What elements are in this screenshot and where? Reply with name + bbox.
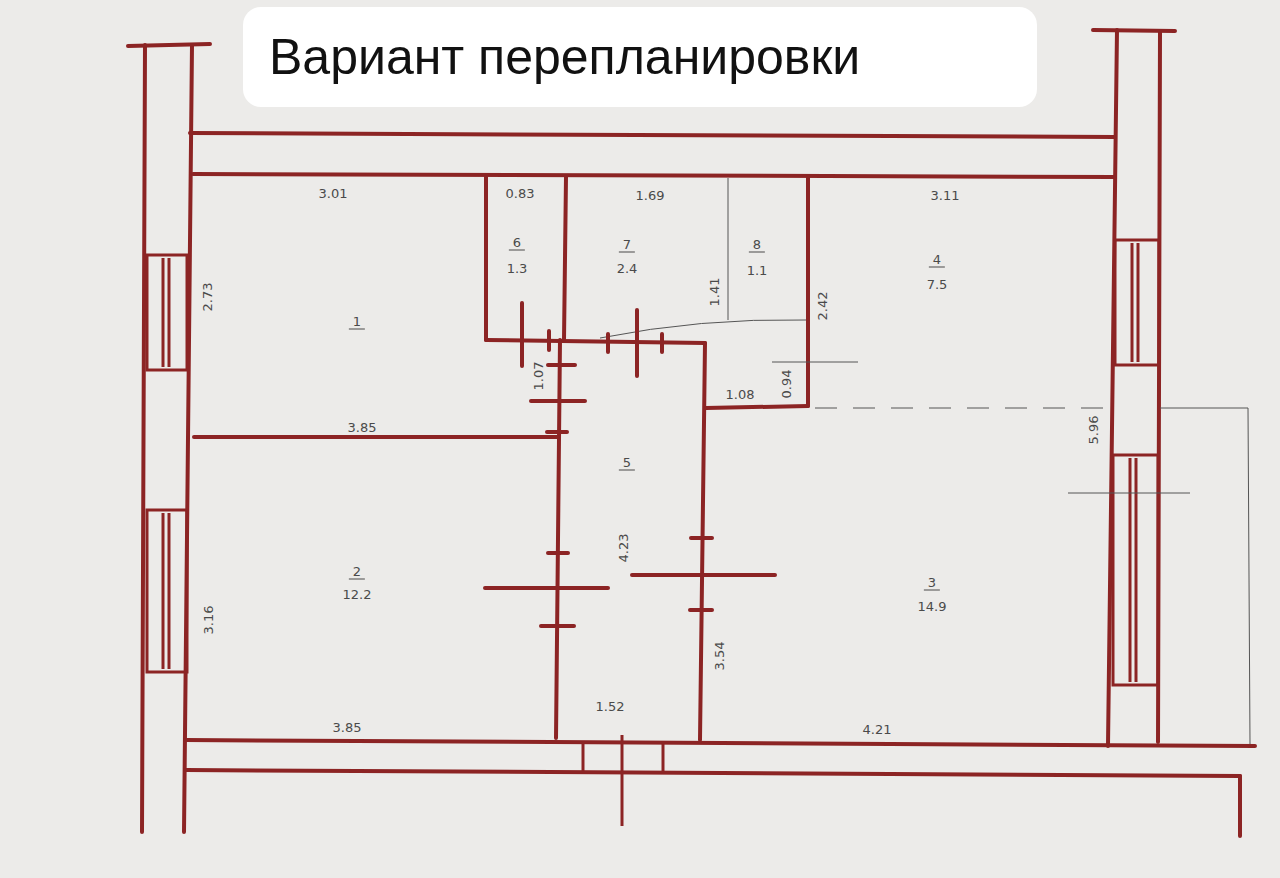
window — [1137, 243, 1140, 362]
title-text: Вариант перепланировки — [269, 28, 860, 86]
room-area: 7.5 — [927, 278, 948, 291]
dimension-label: 1.41 — [708, 278, 721, 307]
interior-wall — [806, 177, 810, 406]
room-number: 4 — [929, 253, 945, 268]
partition-line — [600, 178, 1250, 744]
door-mark — [691, 536, 712, 540]
room-number: 8 — [749, 238, 765, 253]
window — [1113, 455, 1158, 685]
door-mark — [635, 310, 639, 376]
door-mark — [632, 573, 775, 577]
room-number: 7 — [619, 238, 635, 253]
interior-wall — [484, 177, 488, 340]
door-mark — [547, 430, 567, 434]
window — [147, 240, 1159, 685]
outer-wall — [128, 30, 1255, 836]
dimension-label: 4.21 — [863, 723, 892, 736]
dimension-label: 1.07 — [532, 362, 545, 391]
room-area: 1.1 — [747, 264, 768, 277]
door-mark — [690, 608, 712, 612]
window — [1131, 243, 1134, 362]
dimension-label: 3.11 — [931, 189, 960, 202]
dimension-label: 0.83 — [506, 187, 535, 200]
door-mark — [660, 334, 664, 352]
outer-wall — [128, 44, 210, 46]
partition-line — [728, 178, 729, 320]
outer-wall — [1238, 776, 1242, 836]
partition-line — [1248, 408, 1250, 744]
dimension-label: 3.01 — [319, 187, 348, 200]
outer-wall — [142, 45, 145, 832]
room-area: 2.4 — [617, 262, 638, 275]
window — [162, 513, 165, 669]
window — [168, 513, 171, 669]
room-number: 3 — [924, 576, 940, 591]
room-area: 14.9 — [918, 600, 947, 613]
partition-line — [600, 320, 806, 338]
interior-wall — [700, 343, 705, 740]
window — [168, 258, 171, 367]
room-number: 5 — [619, 456, 635, 471]
dimension-label: 2.42 — [816, 292, 829, 321]
interior-wall — [706, 406, 808, 408]
outer-wall — [186, 770, 1240, 776]
outer-wall — [190, 133, 1115, 137]
entrance-door — [662, 742, 665, 773]
door-mark — [548, 363, 575, 367]
partition-line — [1160, 408, 1248, 409]
door-mark — [531, 399, 585, 403]
outer-wall — [185, 740, 1255, 746]
door-mark — [541, 624, 574, 628]
dimension-label: 0.94 — [780, 370, 793, 399]
partition-line — [772, 362, 858, 363]
door-mark — [547, 331, 551, 350]
door-mark — [606, 334, 610, 352]
outer-wall — [1093, 30, 1175, 31]
partition-line — [815, 408, 1105, 409]
interior-wall — [564, 177, 566, 340]
door-mark — [520, 303, 524, 366]
door-mark — [485, 586, 608, 590]
dimension-label: 3.85 — [333, 721, 362, 734]
entrance-door — [582, 742, 585, 772]
room-area: 1.3 — [507, 262, 528, 275]
interior-wall — [486, 340, 705, 343]
dimension-label: 1.52 — [596, 700, 625, 713]
window — [1135, 458, 1138, 682]
dimension-label: 2.73 — [201, 283, 214, 312]
dimension-label: 1.08 — [726, 388, 755, 401]
dimension-label: 5.96 — [1087, 416, 1100, 445]
outer-wall — [184, 45, 192, 832]
window — [1129, 458, 1132, 682]
room-number: 2 — [349, 565, 365, 580]
dimension-label: 3.85 — [348, 421, 377, 434]
title-panel: Вариант перепланировки — [243, 7, 1037, 107]
room-area: 12.2 — [343, 588, 372, 601]
dimension-label: 4.23 — [617, 534, 630, 563]
door-mark — [485, 303, 775, 626]
interior-wall — [194, 177, 808, 740]
entrance-door — [621, 735, 624, 826]
window — [147, 255, 187, 370]
outer-wall — [193, 174, 1115, 177]
door-mark — [548, 551, 568, 555]
window — [162, 258, 165, 367]
dimension-label: 3.54 — [713, 642, 726, 671]
window — [147, 510, 187, 672]
partition-line — [1068, 493, 1190, 494]
dimension-label: 3.16 — [202, 606, 215, 635]
room-number: 6 — [509, 236, 525, 251]
interior-wall — [194, 435, 558, 439]
entrance-door — [583, 735, 663, 826]
room-number: 1 — [349, 315, 365, 330]
window — [1115, 240, 1159, 365]
dimension-label: 1.69 — [636, 189, 665, 202]
